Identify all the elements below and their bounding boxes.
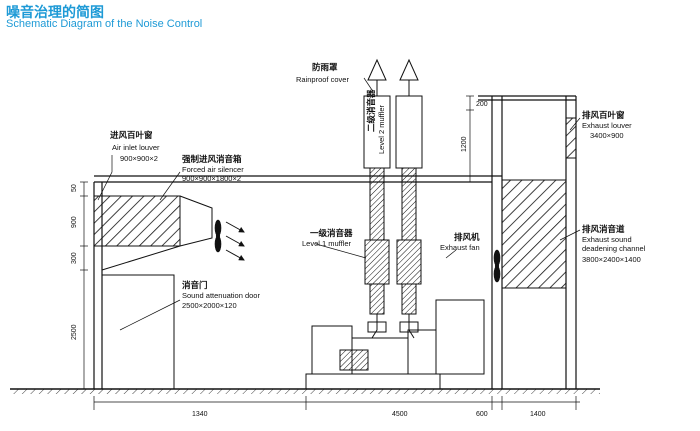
dimension-lines bbox=[80, 95, 580, 410]
channel-label-en-1: Exhaust sound bbox=[582, 235, 632, 244]
exhaust-louver-size: 3400×900 bbox=[590, 131, 624, 140]
level1-muffler-right bbox=[396, 239, 422, 285]
ground-hatch bbox=[12, 389, 600, 394]
exhaust-pipe-right-lower bbox=[401, 283, 417, 315]
rainproof-cover-right bbox=[399, 58, 419, 81]
exhaust-louver-label-cn: 排风百叶窗 bbox=[582, 110, 625, 121]
exhaust-pipe-left-lower bbox=[369, 283, 385, 315]
exhaust-fan-icon bbox=[493, 249, 501, 283]
sound-attenuation-door bbox=[101, 274, 175, 390]
genset-detail bbox=[339, 349, 369, 371]
title-english: Schematic Diagram of the Noise Control bbox=[6, 18, 203, 30]
genset-base bbox=[305, 373, 441, 390]
level1-label-cn: 一级消音器 bbox=[310, 228, 353, 239]
pipe-bend-left bbox=[371, 314, 378, 339]
level1-muffler-left bbox=[364, 239, 390, 285]
rainproof-cover-left bbox=[367, 58, 387, 81]
dim-900: 900 bbox=[71, 216, 78, 228]
exhaust-pipe-right-upper bbox=[401, 167, 417, 241]
level2-muffler-right bbox=[395, 95, 423, 169]
pipe-bend-right bbox=[408, 314, 415, 339]
deadening-baffles bbox=[501, 179, 567, 289]
silencer-outlet bbox=[179, 195, 213, 247]
air-inlet-louver bbox=[93, 195, 103, 247]
rainproof-label-en: Rainproof cover bbox=[296, 75, 349, 84]
title-chinese: 噪音治理的简图 bbox=[6, 5, 104, 21]
air-inlet-size: 900×900×2 bbox=[120, 154, 158, 163]
door-label-en: Sound attenuation door bbox=[182, 291, 260, 300]
channel-label-cn: 排风消音道 bbox=[582, 224, 625, 235]
channel-size: 3800×2400×1400 bbox=[582, 255, 641, 264]
air-inlet-label-cn: 进风百叶窗 bbox=[110, 130, 153, 141]
exhaust-fan-label-cn: 排风机 bbox=[454, 232, 480, 243]
dim-1340: 1340 bbox=[192, 411, 208, 418]
forced-silencer-size: 900×900×1800×2 bbox=[182, 174, 241, 183]
level2-label-cn: 二级消音器 bbox=[366, 89, 377, 132]
door-size: 2500×2000×120 bbox=[182, 301, 237, 310]
leader-lines bbox=[97, 77, 581, 331]
dim-300: 300 bbox=[71, 252, 78, 264]
forced-air-silencer bbox=[101, 195, 181, 247]
airflow-arrows bbox=[225, 221, 245, 261]
genset-alternator bbox=[407, 329, 437, 375]
dim-50: 50 bbox=[71, 184, 78, 192]
inlet-fan-icon bbox=[214, 219, 222, 253]
exhaust-pipe-left-upper bbox=[369, 167, 385, 241]
dim-1200: 1200 bbox=[461, 136, 468, 152]
exhaust-louver bbox=[565, 117, 577, 159]
dim-4500: 4500 bbox=[392, 411, 408, 418]
dim-200: 200 bbox=[476, 101, 488, 108]
door-label-cn: 消音门 bbox=[182, 280, 208, 291]
dim-1400: 1400 bbox=[530, 411, 546, 418]
flex-joint-left bbox=[367, 321, 387, 333]
air-inlet-label-en: Air inlet louver bbox=[112, 143, 160, 152]
dim-2500: 2500 bbox=[71, 324, 78, 340]
exhaust-fan-label-en: Exhaust fan bbox=[440, 243, 480, 252]
dim-600: 600 bbox=[476, 411, 488, 418]
level1-label-en: Level 1 muffler bbox=[302, 239, 352, 248]
flex-joint-right bbox=[399, 321, 419, 333]
rainproof-label-cn: 防雨罩 bbox=[312, 62, 338, 73]
channel-label-en-2: deadening channel bbox=[582, 244, 646, 253]
forced-silencer-label-cn: 强制进风消音箱 bbox=[182, 154, 242, 165]
exhaust-louver-label-en: Exhaust louver bbox=[582, 121, 632, 130]
forced-silencer-label-en: Forced air silencer bbox=[182, 165, 244, 174]
level2-label-en: Level 2 muffler bbox=[377, 104, 386, 154]
silencer-bottom bbox=[101, 245, 181, 271]
fan-housing bbox=[435, 299, 485, 375]
